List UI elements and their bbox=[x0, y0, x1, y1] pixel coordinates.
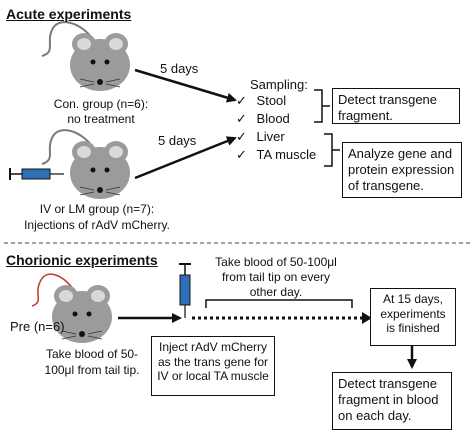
treatment-group-desc: Injections of rAdV mCherry. bbox=[24, 218, 170, 232]
days-label-top: 5 days bbox=[160, 61, 199, 76]
bracket-stool-blood bbox=[314, 89, 330, 123]
check-icon: ✓ bbox=[236, 129, 247, 144]
check-icon: ✓ bbox=[236, 93, 247, 108]
injection-box: Inject rAdV mCherry as the trans gene fo… bbox=[151, 336, 275, 396]
sample-item-ta-muscle: ✓ TA muscle bbox=[236, 147, 317, 163]
bracket-liver-ta bbox=[324, 133, 340, 167]
check-icon: ✓ bbox=[236, 147, 247, 162]
result-box-transgene: Detect transgene fragment. bbox=[332, 88, 460, 124]
interval-line-1: Take blood of 50-100μl bbox=[215, 255, 337, 269]
sample-label: TA muscle bbox=[256, 147, 317, 162]
sample-label: Blood bbox=[256, 111, 290, 126]
mouse-icon-control bbox=[41, 21, 130, 91]
sample-item-liver: ✓ Liver bbox=[236, 129, 285, 145]
sample-item-blood: ✓ Blood bbox=[236, 111, 290, 127]
pre-desc-line-2: 100μl from tail tip. bbox=[44, 363, 140, 377]
treatment-group-label: IV or LM group (n=7): bbox=[39, 202, 155, 216]
syringe-icon-vertical bbox=[179, 263, 191, 318]
end-box: At 15 days, experiments is finished bbox=[370, 288, 456, 346]
sample-label: Stool bbox=[256, 93, 287, 108]
interval-line-2: from tail tip on every bbox=[221, 270, 331, 284]
arrow-treatment-to-sampling bbox=[134, 136, 237, 180]
arrow-control-to-sampling bbox=[134, 68, 237, 103]
pre-desc-line-1: Take blood of 50- bbox=[45, 347, 139, 361]
chronic-section-title: Chorionic experiments bbox=[6, 252, 158, 268]
control-group-desc: no treatment bbox=[67, 112, 135, 126]
interval-line-3: other day. bbox=[249, 285, 303, 299]
pre-group-label: Pre (n=6) bbox=[10, 319, 65, 334]
sample-label: Liver bbox=[256, 129, 285, 144]
result-box-expression: Analyze gene and protein expression of t… bbox=[342, 142, 462, 198]
sampling-title: Sampling: bbox=[250, 77, 308, 92]
timeline-arrowhead bbox=[362, 312, 372, 324]
syringe-icon-horizontal bbox=[9, 168, 64, 180]
mouse-icon-treatment bbox=[41, 129, 130, 199]
final-detect-box: Detect transgene fragment in blood on ea… bbox=[332, 372, 452, 430]
control-group-label: Con. group (n=6): bbox=[53, 97, 149, 111]
mouse-icon-pre bbox=[31, 273, 112, 343]
acute-section-title: Acute experiments bbox=[6, 6, 132, 22]
days-label-bottom: 5 days bbox=[158, 133, 197, 148]
check-icon: ✓ bbox=[236, 111, 247, 126]
bracket-interval bbox=[205, 299, 353, 308]
sample-item-stool: ✓ Stool bbox=[236, 93, 287, 109]
